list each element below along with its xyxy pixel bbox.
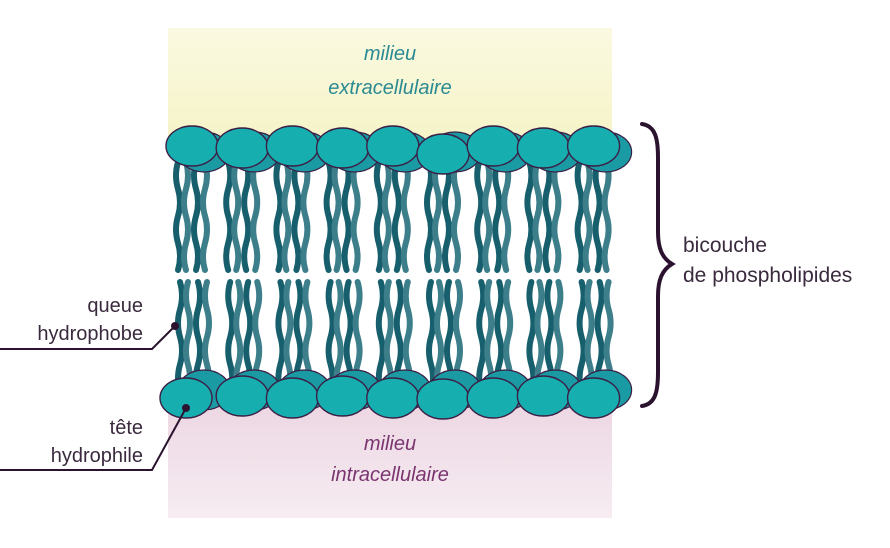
intracellular-label-line1: milieu	[364, 433, 416, 455]
phospholipid-head	[466, 125, 520, 167]
lipid-tail	[482, 159, 493, 273]
phospholipid-head	[416, 378, 470, 420]
tail-leader-line	[0, 325, 176, 350]
head-pointer-dot	[182, 404, 190, 412]
lipid-tail	[250, 159, 261, 273]
lipid-tail	[534, 279, 545, 395]
lipid-tail	[375, 279, 386, 395]
lipid-tail	[173, 159, 183, 273]
tail-label-line1: queue	[87, 295, 143, 317]
lipid-tail	[584, 279, 595, 395]
tail-label-line2: hydrophobe	[37, 323, 143, 345]
head-leader-line	[0, 407, 187, 471]
hydrophilic-heads	[159, 125, 621, 420]
phospholipid-head	[566, 377, 621, 419]
lipid-tail	[474, 159, 485, 273]
lipid-tail	[275, 279, 286, 395]
lipid-tail	[383, 279, 394, 395]
lipid-tail	[225, 279, 236, 395]
extracellular-label-line1: milieu	[364, 43, 416, 65]
lipid-tail	[181, 159, 191, 273]
bilayer-label-line2: de phospholipides	[683, 264, 852, 287]
lipid-tail	[451, 159, 461, 273]
phospholipid-head	[215, 127, 269, 169]
lipid-tail	[300, 159, 311, 273]
lipid-tail	[526, 279, 537, 395]
hydrophobic-tails	[173, 159, 614, 395]
head-label-line2: hydrophile	[51, 445, 143, 467]
phospholipid-head	[416, 133, 470, 175]
lipid-tail	[592, 159, 603, 273]
lipid-tail	[484, 279, 495, 395]
phospholipid-head	[516, 127, 571, 169]
phospholipid-head	[265, 377, 320, 419]
phospholipid-head	[265, 125, 320, 167]
lipid-tail	[576, 279, 587, 395]
bilayer-label-line1: bicouche	[683, 234, 767, 257]
lipid-tail	[241, 159, 252, 273]
phospholipid-head	[366, 125, 420, 167]
phospholipid-head	[566, 125, 621, 167]
extracellular-label-line2: extracellulaire	[328, 77, 451, 99]
lipid-tail	[273, 159, 284, 273]
phospholipid-head	[466, 377, 520, 419]
lipid-tail	[223, 159, 234, 273]
lipid-tail	[400, 159, 411, 273]
lipid-tail	[501, 159, 512, 273]
lipid-tail	[391, 159, 402, 273]
lipid-tail	[442, 159, 452, 273]
lipid-tail	[373, 159, 384, 273]
tail-pointer-dot	[171, 322, 179, 330]
lipid-tail	[323, 159, 334, 273]
phospholipid-head	[315, 127, 370, 169]
lipid-tail	[434, 279, 444, 395]
lipid-tail	[333, 279, 344, 395]
lipid-tail	[574, 159, 585, 273]
lipid-tail	[524, 159, 535, 273]
lipid-tail	[191, 159, 201, 273]
intracellular-zone	[168, 400, 612, 518]
lipid-tail	[532, 159, 543, 273]
lipid-tail	[175, 279, 185, 395]
extracellular-zone	[168, 28, 612, 138]
phospholipid-head	[159, 377, 213, 419]
phospholipid-head	[165, 125, 219, 167]
lipid-tail	[231, 159, 242, 273]
phospholipid-head	[366, 377, 420, 419]
lipid-tail	[426, 279, 436, 395]
lipid-tail	[283, 279, 294, 395]
lipid-tail	[542, 159, 553, 273]
lipid-tail	[183, 279, 193, 395]
lipid-tail	[432, 159, 442, 273]
phospholipid-head	[215, 375, 269, 417]
lipid-tail	[200, 159, 210, 273]
lipid-tail	[582, 159, 593, 273]
lipid-tail	[551, 159, 562, 273]
intracellular-label-line2: intracellulaire	[331, 464, 449, 486]
phospholipid-head	[516, 375, 571, 417]
lipid-tail	[476, 279, 487, 395]
head-label-line1: tête	[110, 417, 143, 439]
lipid-tail	[291, 159, 302, 273]
phospholipid-head	[315, 375, 370, 417]
lipid-tail	[350, 159, 361, 273]
lipid-tail	[281, 159, 292, 273]
lipid-tail	[424, 159, 434, 273]
lipid-tail	[331, 159, 342, 273]
lipid-tail	[381, 159, 392, 273]
bilayer-brace	[640, 122, 676, 408]
lipid-tail	[492, 159, 503, 273]
lipid-tail	[325, 279, 336, 395]
lipid-tail	[341, 159, 352, 273]
lipid-tail	[601, 159, 612, 273]
lipid-tail	[233, 279, 244, 395]
